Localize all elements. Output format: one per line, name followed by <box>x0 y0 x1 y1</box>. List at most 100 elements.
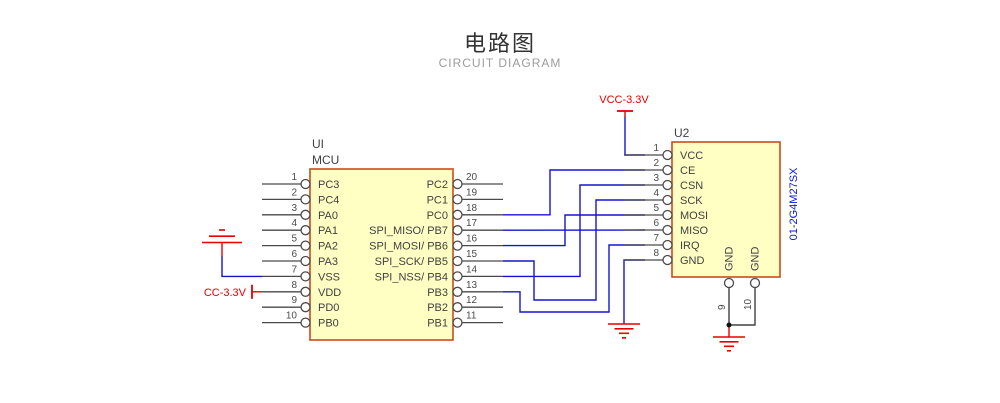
pin-label: PA0 <box>318 210 338 222</box>
pin-circle <box>723 277 735 289</box>
pin-number: 10 <box>743 298 754 310</box>
pin-label: GND <box>724 247 736 272</box>
pin-label: IRQ <box>680 240 700 252</box>
pin-number: 7 <box>653 233 659 244</box>
wire-u2vcc-to-power <box>624 117 645 156</box>
pin-circle <box>452 209 463 220</box>
wire-vss-to-earth <box>221 256 262 278</box>
pin-label: PC2 <box>427 179 448 191</box>
vcc-3v3-rail-label: VCC-3.3V <box>599 94 649 106</box>
pin-circle <box>452 317 463 328</box>
pin-circle <box>300 209 311 220</box>
pin-circle <box>452 225 463 236</box>
pin-circle <box>452 286 463 297</box>
wire-spisck-to-sck <box>503 199 645 301</box>
pin-label: SPI_MOSI/ PB6 <box>369 241 448 253</box>
pin-circle <box>662 239 673 251</box>
pin-label: PC3 <box>318 179 339 191</box>
pin-circle <box>662 209 673 221</box>
pin-circle <box>300 240 311 251</box>
pin-number: 3 <box>291 203 297 214</box>
pin-number: 4 <box>291 218 297 229</box>
pin-number: 8 <box>653 248 659 259</box>
pin-label: VDD <box>318 287 341 299</box>
pin-circle <box>452 194 463 205</box>
pin-number: 1 <box>291 172 297 183</box>
pin-circle <box>300 317 311 328</box>
pin-number: 19 <box>466 187 478 198</box>
pin-label: SPI_NSS/ PB4 <box>375 271 448 283</box>
pin-label: PA2 <box>318 241 338 253</box>
pin-circle <box>662 164 673 176</box>
cc-3v3-rail-label: CC-3.3V <box>204 287 247 299</box>
pin-number: 8 <box>291 280 297 291</box>
pin-label: PC0 <box>427 210 448 222</box>
pin-label: VSS <box>318 271 340 283</box>
wire-junction-dot <box>726 322 732 328</box>
pin-circle <box>300 225 311 236</box>
pin-circle <box>662 179 673 191</box>
pin-number: 3 <box>653 173 659 184</box>
pin-label: CE <box>680 165 695 177</box>
pin-number: 6 <box>653 218 659 229</box>
pin-label: PA3 <box>318 256 338 268</box>
chip-refdes-mcu: UI <box>312 137 324 151</box>
pin-number: 15 <box>466 249 478 260</box>
chip-body-u2 <box>671 141 781 278</box>
wire-spimosi-to-mosi <box>503 214 645 247</box>
pin-number: 11 <box>466 311 477 322</box>
chip-refdes-u2: U2 <box>674 126 690 140</box>
pin-label: GND <box>750 247 762 272</box>
pin-circle <box>452 255 463 267</box>
wire-gnd10-down <box>729 288 756 326</box>
pin-circle <box>662 224 673 236</box>
pin-number: 9 <box>717 304 728 310</box>
chip-refdes-mcu: MCU <box>312 153 339 167</box>
pin-label: PA1 <box>318 225 338 237</box>
page-subtitle: CIRCUIT DIAGRAM <box>438 56 562 70</box>
pin-label: GND <box>680 255 705 267</box>
pin-label: PC1 <box>427 194 448 206</box>
wire-spinss-to-csn <box>503 184 645 278</box>
pin-number: 4 <box>653 188 659 199</box>
chip-part-number: 01-2G4M27SX <box>788 167 800 240</box>
pin-label: SPI_MISO/ PB7 <box>369 225 448 237</box>
pin-number: 5 <box>291 234 297 245</box>
pin-number: 10 <box>286 311 298 322</box>
pin-circle <box>452 302 463 313</box>
pin-label: PB1 <box>427 318 448 330</box>
pin-number: 9 <box>291 295 297 306</box>
pin-label: CSN <box>680 180 703 192</box>
wire-pc0-to-ce <box>503 169 645 216</box>
pin-circle <box>300 194 311 205</box>
pin-number: 18 <box>466 203 478 214</box>
pin-circle <box>662 149 673 161</box>
pin-number: 2 <box>653 158 659 169</box>
page-title: 电路图 <box>463 31 536 56</box>
pin-circle <box>300 286 311 297</box>
pin-label: PD0 <box>318 302 339 314</box>
pin-circle <box>452 178 463 190</box>
pin-label: PC4 <box>318 194 339 206</box>
pin-number: 20 <box>466 172 478 183</box>
pin-circle <box>300 271 311 282</box>
pin-circle <box>662 194 673 206</box>
pin-number: 12 <box>466 295 478 306</box>
pin-label: MOSI <box>680 210 708 222</box>
pin-label: MISO <box>680 225 709 237</box>
pin-number: 1 <box>653 143 659 154</box>
pin-label: PB2 <box>427 302 448 314</box>
pin-circle <box>452 271 463 282</box>
pin-number: 16 <box>466 234 478 245</box>
wire-u2gnd-to-ground <box>623 259 645 324</box>
pin-label: PB0 <box>318 318 339 330</box>
pin-circle <box>300 302 311 313</box>
chip-body-mcu <box>309 168 454 341</box>
pin-label: SCK <box>680 195 703 207</box>
pin-label: PB3 <box>427 287 448 299</box>
pin-label: VCC <box>680 150 703 162</box>
pin-number: 13 <box>466 280 478 291</box>
pin-label: SPI_SCK/ PB5 <box>375 256 448 268</box>
